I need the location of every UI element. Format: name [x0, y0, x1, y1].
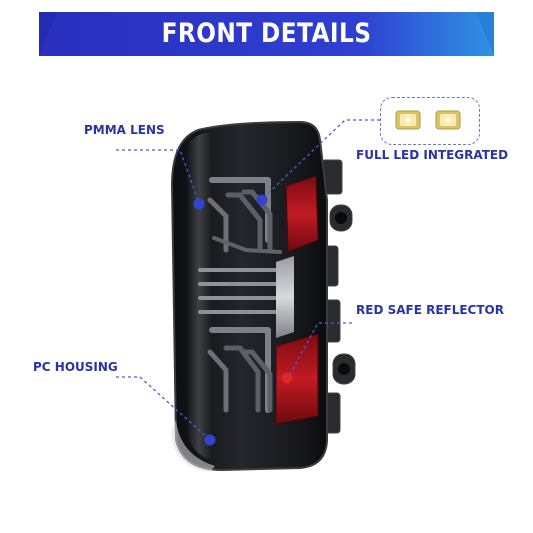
middle-light-bars [198, 268, 277, 314]
full-led-dot [256, 194, 268, 206]
led-chip-icon [435, 110, 461, 130]
red-reflector-upper [285, 175, 319, 253]
led-chip-icon [395, 110, 421, 130]
reverse-lens [276, 256, 294, 338]
red-reflector-leader [287, 322, 352, 379]
led-chips-box [380, 97, 480, 145]
red-reflector-lower [275, 333, 319, 425]
pmma-lens-dot [193, 198, 205, 210]
pc-housing-label: PC HOUSING [33, 360, 118, 374]
pc-housing-dot [204, 434, 216, 446]
header-banner: FRONT DETAILS [39, 12, 494, 56]
pmma-lens-label: PMMA LENS [84, 123, 165, 137]
banner-background [39, 12, 494, 56]
lower-light-module [207, 327, 273, 413]
red-reflector-dot [281, 372, 293, 384]
pmma-lens-leader [116, 149, 200, 204]
page-title: FRONT DETAILS [161, 18, 372, 49]
full-led-label: FULL LED INTEGRATED [356, 148, 509, 162]
red-reflector-label: RED SAFE REFLECTOR [356, 303, 504, 317]
pc-housing-leader [116, 376, 211, 441]
